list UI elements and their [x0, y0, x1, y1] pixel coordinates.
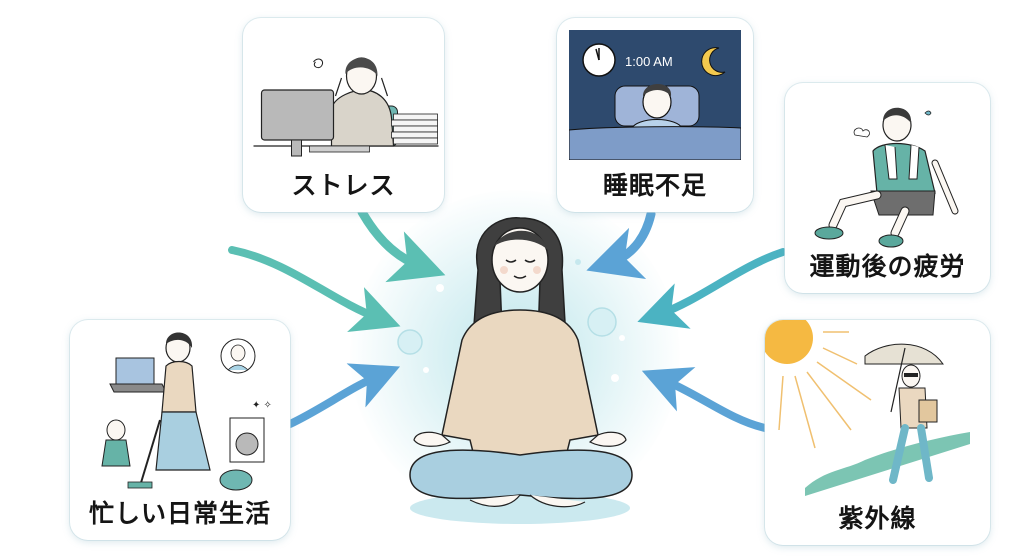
- arrow-uv: [641, 367, 769, 432]
- factor-card-exercise: 運動後の疲労: [785, 83, 990, 293]
- factor-label-busy: 忙しい日常生活: [88, 499, 271, 528]
- moon-icon: [701, 47, 726, 77]
- clock-time-text: 1:00 AM: [625, 54, 673, 69]
- busy-multitasking-mother-icon: ✦ ✧: [101, 332, 272, 491]
- tired-after-exercise-icon: [814, 107, 959, 248]
- factor-card-stress: ストレス: [243, 18, 444, 212]
- stressed-office-worker-icon: [253, 57, 439, 157]
- factor-label-sleep: 睡眠不足: [602, 171, 707, 200]
- factor-label-exercise: 運動後の疲労: [809, 252, 966, 281]
- meditating-woman-icon: [397, 217, 633, 524]
- factor-label-uv: 紫外線: [838, 504, 917, 533]
- sun-uv-umbrella-icon: [765, 320, 970, 496]
- sleepless-in-bed-icon: 1:00 AM: [569, 30, 741, 160]
- sun-icon: [765, 320, 813, 364]
- arrow-exercise: [637, 248, 787, 329]
- factor-label-stress: ストレス: [291, 171, 396, 200]
- factor-card-uv: 紫外線: [765, 320, 990, 545]
- factor-card-busy: ✦ ✧ 忙しい日常生活: [70, 320, 290, 540]
- factor-card-sleep: 1:00 AM 睡眠不足: [557, 18, 753, 212]
- svg-text:✦ ✧: ✦ ✧: [252, 400, 272, 411]
- meditating-woman: [370, 210, 670, 530]
